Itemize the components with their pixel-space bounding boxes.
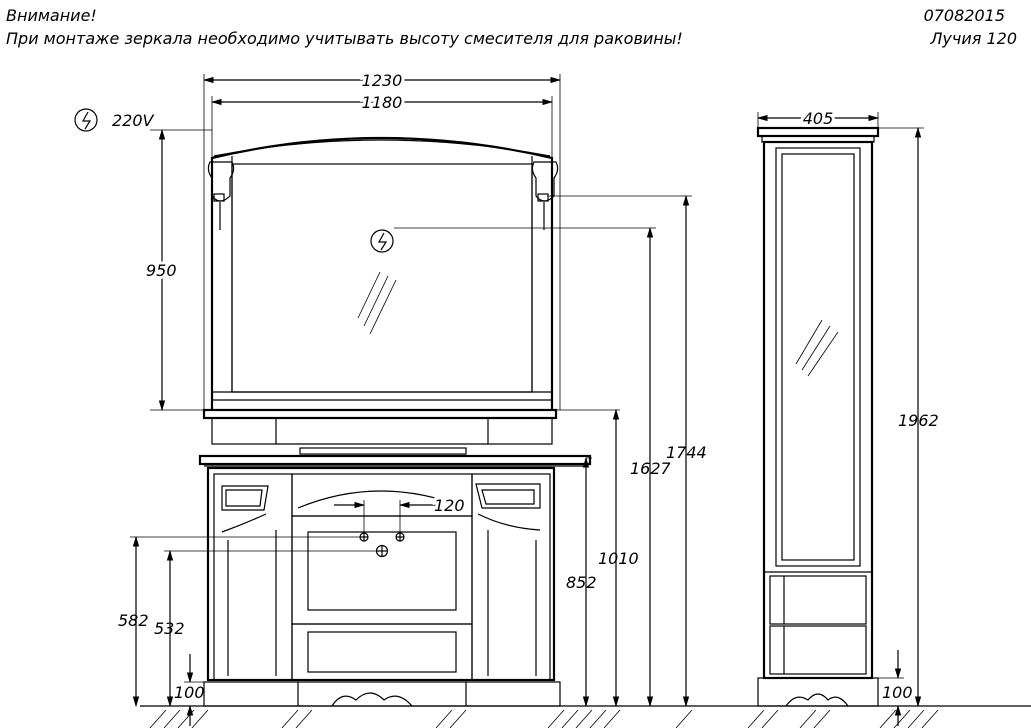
dim-1627: 1627: [630, 459, 672, 478]
lamp-right: [531, 161, 559, 230]
dim-100-right-line: [878, 650, 904, 726]
dim-1230: 1230: [362, 71, 403, 90]
model-name: Лучия 120: [930, 29, 1017, 48]
dim-1962: 1962: [898, 411, 939, 430]
dim-852: 852: [566, 573, 597, 592]
power-label: 220V: [112, 111, 155, 130]
warning-text: При монтаже зеркала необходимо учитывать…: [6, 29, 683, 48]
dim-120: 120: [434, 496, 465, 515]
dim-582: 582: [118, 611, 149, 630]
mirror-glass-hatch: [357, 271, 397, 335]
column-glass-hatch: [795, 319, 839, 377]
dim-950-line: [150, 128, 620, 412]
lamp-left: [207, 161, 235, 230]
dim-852-line: [582, 456, 592, 708]
dim-1010: 1010: [598, 549, 639, 568]
water-outlets: [359, 532, 405, 558]
vanity-plinth: [203, 681, 561, 707]
dim-532: 532: [154, 619, 185, 638]
dim-582-line: [130, 535, 360, 708]
dim-1627-line: [394, 226, 656, 708]
dim-405: 405: [803, 109, 834, 128]
dim-1962-line: [878, 126, 924, 708]
dim-1744: 1744: [666, 443, 707, 462]
dim-950: 950: [146, 261, 177, 280]
dim-100-left: 100: [174, 683, 205, 702]
dim-100-right: 100: [882, 683, 913, 702]
warning-title: Внимание!: [6, 6, 97, 25]
dim-532-line: [164, 549, 376, 708]
dim-1180-line: [210, 96, 554, 158]
vanity-countertop: [198, 408, 592, 467]
drawing-code: 07082015: [923, 6, 1005, 25]
power-outlet-icon: [74, 108, 98, 132]
power-outlet-icon-mirror: [370, 229, 394, 253]
mirror-frame: [210, 136, 554, 410]
dim-100-left-line: [184, 654, 206, 726]
dim-405-line: [756, 112, 880, 128]
dim-1744-line: [548, 194, 692, 708]
dim-1180: 1180: [362, 93, 403, 112]
tall-column: [756, 126, 880, 707]
dim-120-line: [334, 500, 464, 533]
vanity-cabinet: [206, 466, 556, 682]
floor-line: [140, 705, 1031, 728]
